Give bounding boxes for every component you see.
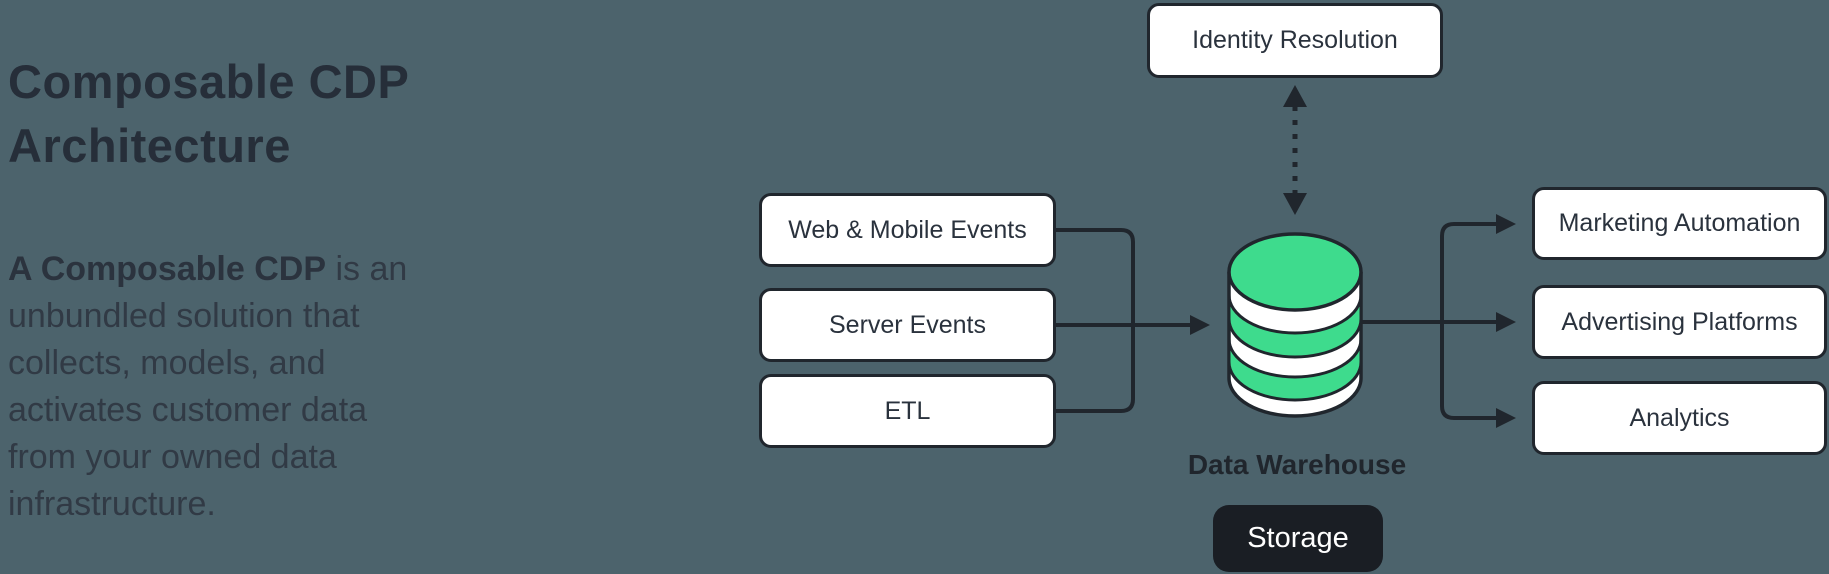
- intro-line: collects, models, and: [8, 344, 326, 382]
- node-label: Identity Resolution: [1192, 26, 1398, 54]
- node-analytics: Analytics: [1532, 381, 1827, 455]
- data-warehouse-label: Data Warehouse: [1187, 449, 1407, 480]
- node-server-events: Server Events: [759, 288, 1056, 362]
- arrow-to-marketing-icon: [1496, 214, 1516, 234]
- page-title-line1: Composable CDP: [8, 55, 410, 108]
- page-title-line2: Architecture: [8, 119, 291, 172]
- source-merge-lines: [1056, 228, 1190, 413]
- storage-badge-label: Storage: [1247, 522, 1349, 554]
- page-title: Composable CDP Architecture: [8, 50, 409, 178]
- intro-line: from your owned data: [8, 438, 337, 476]
- intro-line: activates customer data: [8, 391, 368, 429]
- node-etl: ETL: [759, 374, 1056, 448]
- intro-line: unbundled solution that: [8, 297, 360, 335]
- arrow-to-advertising-icon: [1496, 312, 1516, 332]
- node-label: Analytics: [1629, 403, 1730, 432]
- intro-paragraph: A Composable CDP is an unbundled solutio…: [8, 246, 407, 528]
- node-label: Web & Mobile Events: [788, 215, 1027, 244]
- intro-bold-term: A Composable CDP: [8, 250, 327, 288]
- identity-sync-arrow-icon: [1283, 85, 1307, 215]
- node-label: ETL: [884, 396, 931, 425]
- arrow-to-analytics-icon: [1496, 408, 1516, 428]
- intro-line: infrastructure.: [8, 485, 216, 523]
- arrow-into-warehouse-icon: [1190, 315, 1210, 335]
- node-label: Server Events: [828, 310, 986, 339]
- database-icon: [1227, 232, 1363, 418]
- node-web-mobile-events: Web & Mobile Events: [759, 193, 1056, 267]
- destination-branch-lines: [1361, 222, 1496, 420]
- storage-badge: Storage: [1213, 505, 1383, 572]
- node-label: Marketing Automation: [1558, 209, 1801, 237]
- node-marketing-automation: Marketing Automation: [1532, 187, 1827, 260]
- node-identity-resolution: Identity Resolution: [1147, 3, 1443, 78]
- intro-line: A Composable CDP is an: [8, 246, 407, 293]
- node-label: Advertising Platforms: [1561, 307, 1798, 336]
- intro-line-text: is an: [326, 250, 408, 288]
- node-advertising-platforms: Advertising Platforms: [1532, 285, 1827, 359]
